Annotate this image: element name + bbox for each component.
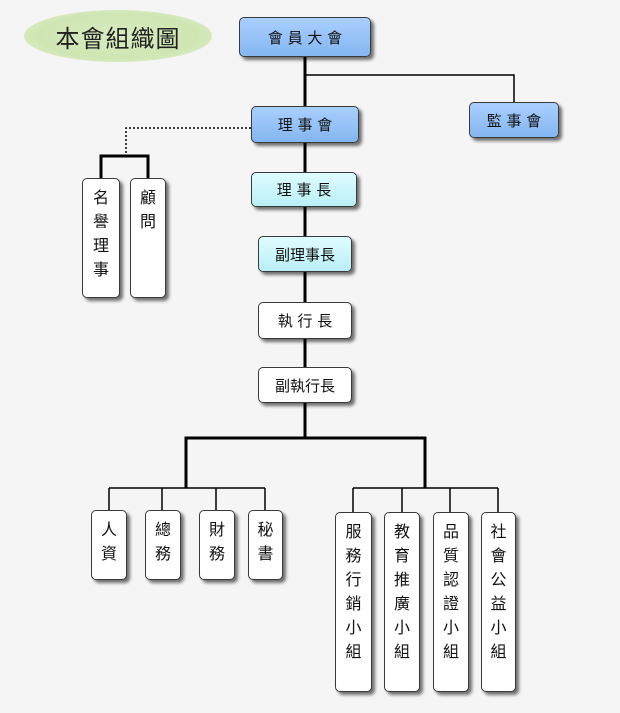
finance-box: 財 務: [199, 510, 235, 580]
service-marketing-group-box: 服 務 行 銷 小 組: [335, 512, 372, 692]
social-welfare-group-box: 社 會 公 益 小 組: [481, 512, 516, 692]
secretary-box: 秘 書: [248, 510, 283, 580]
board-box: 理 事 會: [251, 106, 359, 143]
vice-ceo-box: 副執行長: [258, 367, 352, 403]
supervisors-line: [305, 74, 515, 102]
general-assembly-box: 會 員 大 會: [239, 17, 371, 57]
advisory-split-line: [99, 154, 150, 178]
honorary-director-box: 名 譽 理 事: [82, 178, 120, 298]
page-title: 本會組織圖: [24, 10, 212, 62]
advisory-dotted-line: [125, 127, 251, 156]
lower-branch-line: [184, 436, 427, 488]
vice-chairman-box: 副理事長: [258, 236, 352, 272]
general-affairs-box: 總 務: [145, 510, 181, 580]
quality-certification-group-box: 品 質 認 證 小 組: [433, 512, 469, 692]
advisor-box: 顧 問: [130, 178, 166, 298]
education-promotion-group-box: 教 育 推 廣 小 組: [384, 512, 420, 692]
supervisors-box: 監 事 會: [469, 102, 559, 138]
personnel-box: 人 資: [91, 510, 127, 580]
ceo-box: 執 行 長: [258, 302, 352, 339]
chairman-box: 理 事 長: [251, 172, 357, 207]
